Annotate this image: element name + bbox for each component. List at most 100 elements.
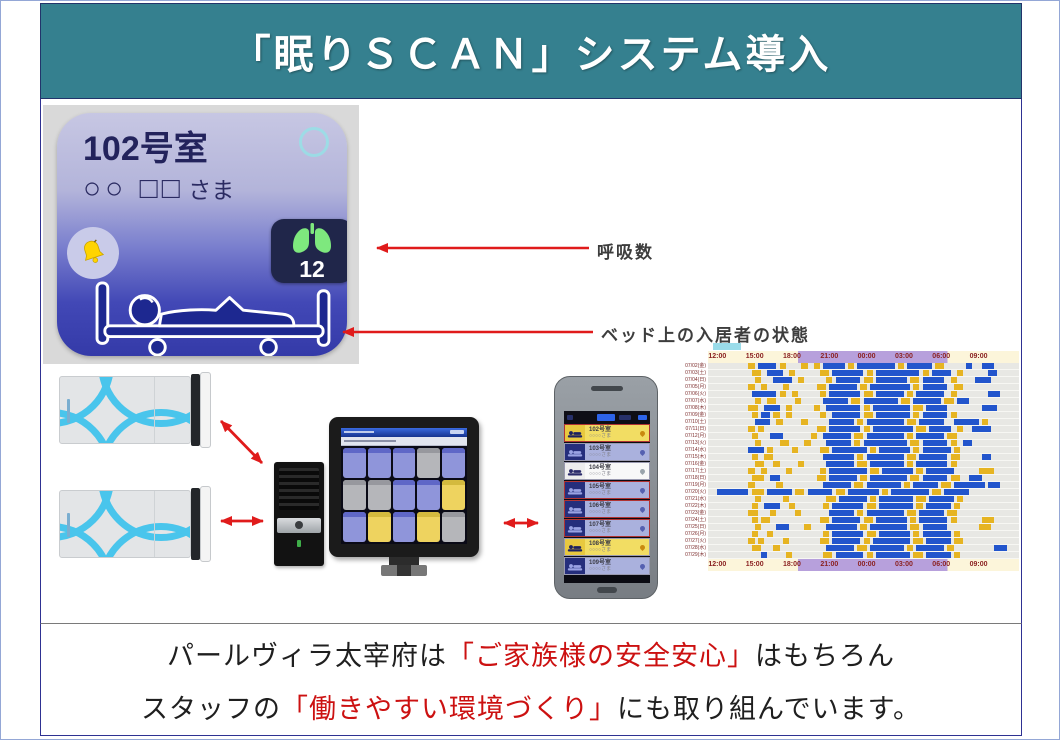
monitor-tile-header [343, 480, 366, 485]
phone-row-text: 108号室○○○○さま [585, 539, 640, 555]
monitor-tile [442, 512, 465, 542]
pc-vents [279, 468, 319, 510]
chart-segment [863, 391, 873, 397]
sleep-sensor-device-1 [59, 372, 211, 448]
chart-row [708, 384, 1019, 390]
axis-tick: 21:00 [820, 561, 839, 568]
chart-segment [832, 370, 864, 376]
chart-segment [748, 405, 758, 411]
chart-segment [829, 384, 858, 390]
chart-segment [801, 363, 808, 369]
chart-segment [857, 454, 864, 460]
chart-segment [767, 531, 774, 537]
chart-segment [916, 468, 923, 474]
monitor-tile-header [417, 480, 441, 485]
axis-tick: 09:00 [969, 353, 988, 360]
chart-segment [981, 405, 998, 411]
chart-segment [950, 461, 957, 467]
home-button [597, 587, 617, 593]
chart-segment [776, 482, 783, 488]
chart-segment [779, 363, 786, 369]
chart-segment [751, 370, 761, 376]
chart-row-label: 07/18(日) [685, 475, 706, 481]
phone-row: 107号室○○○○さま [564, 519, 650, 537]
bed-status-label: ベッド上の入居者の状態 [601, 326, 810, 345]
chart-segment [928, 496, 954, 502]
chart-segment [751, 531, 758, 537]
sensor-logo-mark [67, 513, 70, 537]
chart-segment [807, 489, 833, 495]
chart-segment [816, 384, 827, 390]
chart-segment [757, 363, 777, 369]
chart-segment [975, 377, 991, 383]
chart-segment [819, 447, 830, 453]
footer-text-highlight: 「働きやすい環境づくり」 [281, 694, 618, 724]
chart-segment [910, 377, 920, 383]
chart-segment [751, 412, 758, 418]
chart-segment [947, 545, 954, 551]
chart-segment [978, 524, 991, 530]
chart-segment [869, 384, 911, 390]
chart-segment [863, 538, 870, 544]
phone-row: 106号室○○○○さま [564, 500, 650, 518]
chart-segment [944, 489, 970, 495]
chart-row-label: 07/27(火) [685, 538, 706, 544]
chart-segment [785, 412, 792, 418]
chart-row [708, 496, 1019, 502]
chart-segment [981, 363, 995, 369]
axis-tick: 15:00 [745, 561, 764, 568]
chart-segment [860, 384, 867, 390]
chart-segment [795, 510, 802, 516]
resident-label: ○○○○さま [589, 528, 612, 534]
chart-segment [754, 377, 761, 383]
bed-status-icon [565, 539, 585, 555]
chart-row-label: 07/03(土) [685, 370, 706, 376]
chart-segment [866, 503, 876, 509]
chart-row-label: 07/20(火) [685, 489, 706, 495]
chart-row-label: 07/02(金) [685, 363, 706, 369]
monitor-tile [417, 480, 441, 510]
alarm-bell-icon [67, 227, 119, 279]
phone-row-text: 106号室○○○○さま [585, 501, 640, 517]
chart-segment [875, 517, 908, 523]
chart-segment [826, 405, 861, 411]
chart-segment [832, 517, 861, 523]
chart-segment [770, 475, 780, 481]
chart-row [708, 475, 1019, 481]
footer-line2: スタッフの「働きやすい環境づくり」にも取り組んでいます。 [41, 687, 1021, 726]
chart-segment [875, 391, 904, 397]
chart-segment [950, 517, 957, 523]
chart-row-label: 07/23(金) [685, 510, 706, 516]
chart-segment [928, 426, 951, 432]
chart-segment [763, 503, 780, 509]
chart-segment [751, 489, 764, 495]
chart-segment [847, 363, 855, 369]
room-label: 103号室 [589, 446, 612, 452]
bed-status-icon [565, 463, 585, 479]
chart-segment [925, 405, 948, 411]
chart-segment [751, 475, 764, 481]
chart-segment [770, 433, 783, 439]
room-tile: 102号室 ○○ □□ さま 12 [57, 113, 347, 356]
chart-row-label: 07/26(月) [685, 531, 706, 537]
chart-segment [819, 517, 830, 523]
chart-segment [757, 426, 764, 432]
chart-segment [857, 419, 864, 425]
droplet-icon [638, 448, 647, 457]
chart-segment [869, 475, 908, 481]
chart-segment [947, 510, 957, 516]
chart-segment [869, 468, 880, 474]
room-tile-grid [341, 446, 467, 544]
chart-segment [913, 538, 923, 544]
respiration-value: 12 [299, 256, 325, 282]
chart-segment [826, 461, 855, 467]
monitor-tile-header [367, 480, 391, 485]
chart-segment [963, 440, 973, 446]
bed-status-icon [565, 444, 585, 460]
chart-segment [869, 447, 876, 453]
bed-status-icon [565, 558, 585, 574]
chart-segment [981, 517, 995, 523]
chart-segment [866, 370, 873, 376]
chart-segment [819, 412, 827, 418]
monitor-tile-header [367, 448, 391, 453]
